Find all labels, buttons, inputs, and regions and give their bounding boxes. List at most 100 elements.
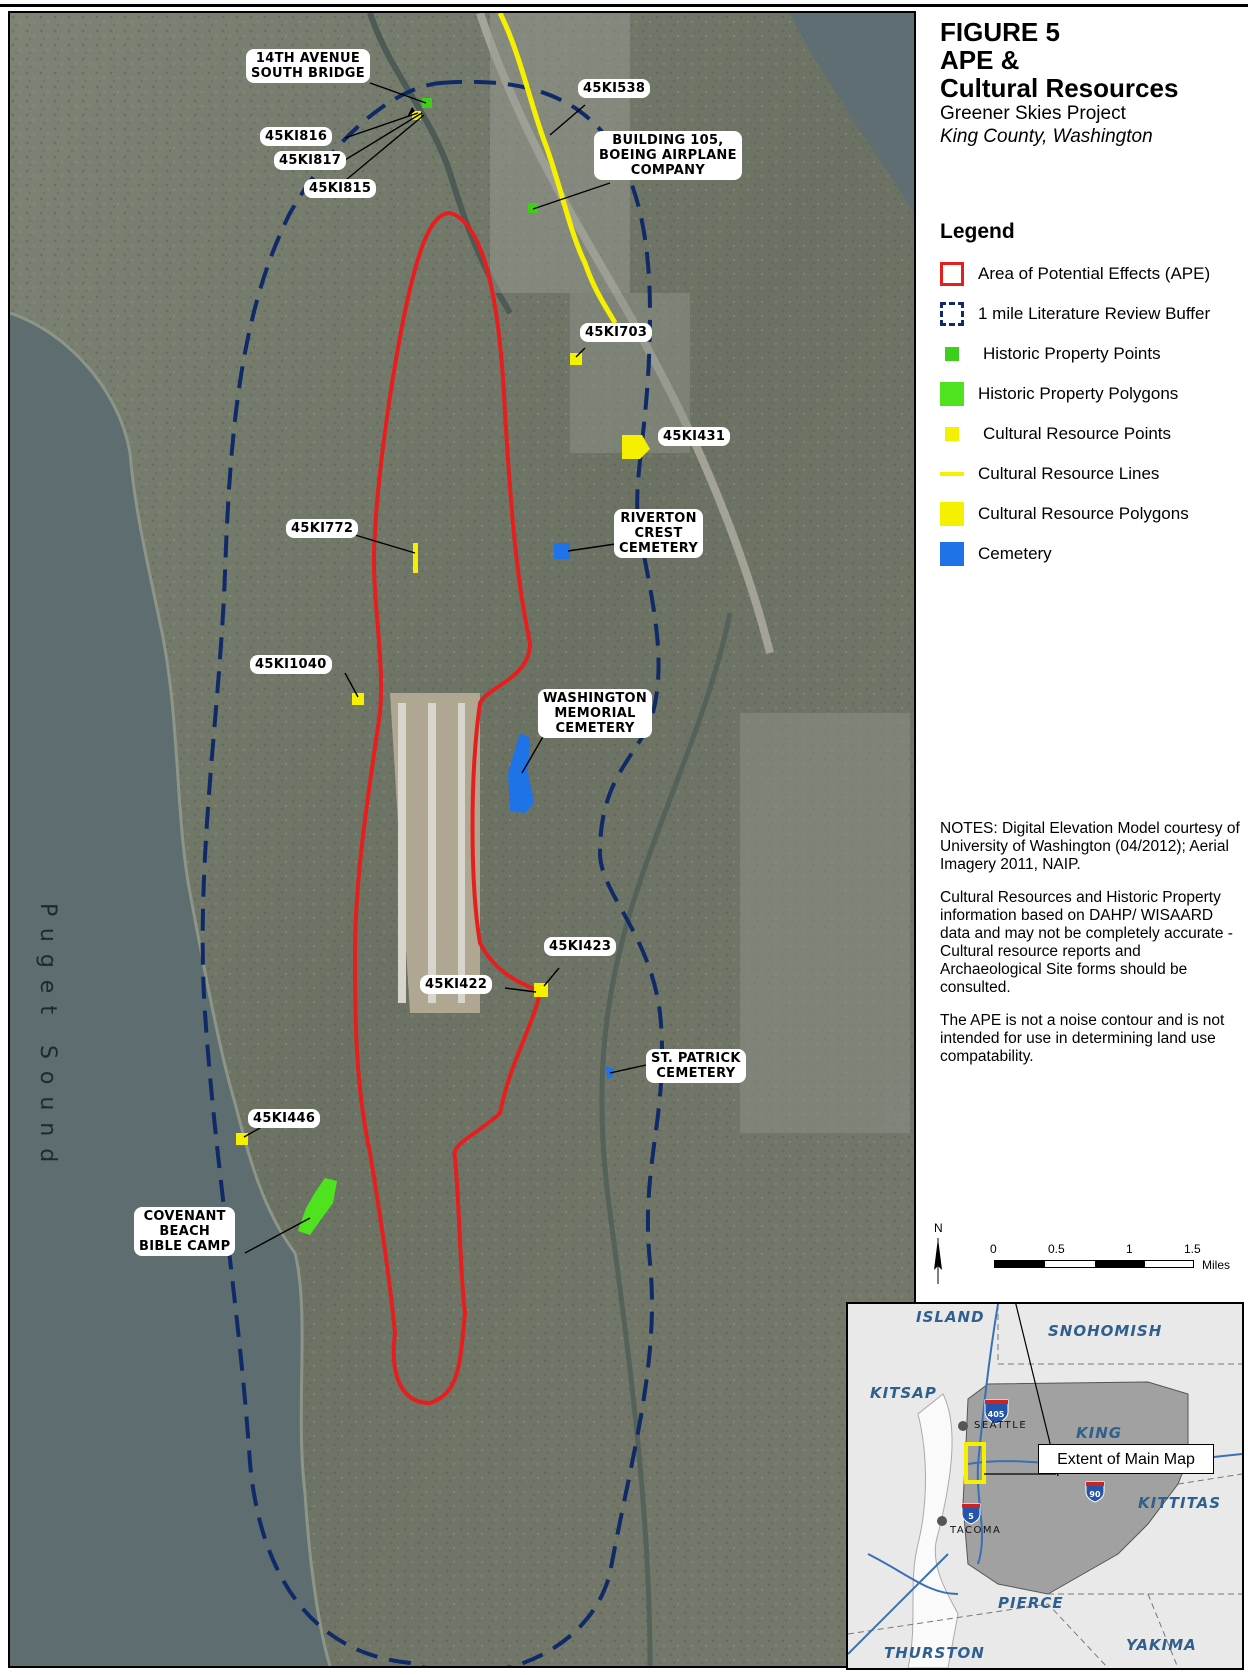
- scale-unit: Miles: [1202, 1258, 1231, 1272]
- historic-point-building-105: [528, 203, 538, 213]
- main-map-extent-marker: [964, 1442, 986, 1484]
- label-building-105: BUILDING 105, BOEING AIRPLANE COMPANY: [594, 131, 742, 180]
- legend-item: Historic Property Polygons: [940, 374, 1245, 414]
- label-45KI446: 45KI446: [248, 1109, 321, 1128]
- cultural-point-45KI703: [570, 353, 582, 365]
- scale-bar: N 0 0.5 1 1.5 Miles: [928, 1221, 1248, 1302]
- legend-label: Historic Property Points: [983, 344, 1161, 363]
- legend-label: Historic Property Polygons: [978, 384, 1179, 403]
- airport-runways: [390, 693, 480, 1013]
- cultural-point-45KI1040: [352, 693, 364, 705]
- svg-text:5: 5: [968, 1512, 974, 1521]
- legend-swatch: [940, 302, 964, 326]
- legend-item: Cemetery: [940, 534, 1245, 574]
- inset-label-snohomish: SNOHOMISH: [1048, 1322, 1163, 1340]
- label-45KI423: 45KI423: [544, 937, 617, 956]
- legend-swatch: [945, 427, 959, 441]
- inset-label-pierce: PIERCE: [998, 1594, 1064, 1612]
- label-45KI538: 45KI538: [578, 79, 651, 98]
- scale-tick-0: 0: [990, 1242, 997, 1256]
- inset-label-island: ISLAND: [916, 1308, 985, 1326]
- top-rule: [0, 4, 1248, 7]
- cemetery-washington-memorial: [508, 733, 534, 813]
- scale-tick-0.5: 0.5: [1048, 1242, 1065, 1256]
- scale-bar-segments: [994, 1260, 1194, 1268]
- highway-405-icon: 405: [984, 1399, 1009, 1425]
- label-washington-memorial-cemetery: WASHINGTON MEMORIAL CEMETERY: [538, 689, 653, 738]
- label-riverton-crest-cemetery: RIVERTON CREST CEMETERY: [614, 509, 704, 558]
- note-3: The APE is not a noise contour and is no…: [940, 1012, 1225, 1065]
- svg-text:405: 405: [988, 1410, 1005, 1419]
- legend-label: Area of Potential Effects (APE): [978, 264, 1211, 283]
- legend-label: Cultural Resource Polygons: [978, 504, 1189, 523]
- label-45KI817: 45KI817: [274, 151, 347, 170]
- svg-text:90: 90: [1089, 1490, 1101, 1499]
- legend-label: Cultural Resource Lines: [978, 464, 1160, 483]
- legend-item: Cultural Resource Polygons: [940, 494, 1245, 534]
- highway-5-icon: 5: [961, 1503, 981, 1525]
- notes: NOTES: Digital Elevation Model courtesy …: [940, 820, 1245, 1081]
- highway-90-icon: 90: [1085, 1481, 1105, 1503]
- ape-outline: [352, 210, 543, 1406]
- cultural-point-45KI446: [236, 1133, 248, 1145]
- inset-label-kitsap: KITSAP: [870, 1384, 937, 1402]
- project-name: Greener Skies Project: [940, 103, 1126, 124]
- svg-text:N: N: [934, 1222, 943, 1235]
- label-45KI1040: 45KI1040: [250, 655, 332, 674]
- legend-swatch: [940, 502, 964, 526]
- inset-city-seattle: SEATTLE: [974, 1420, 1028, 1431]
- legend-item: Historic Property Points: [940, 334, 1245, 374]
- legend-item: Cultural Resource Points: [940, 414, 1245, 454]
- note-1: NOTES: Digital Elevation Model courtesy …: [940, 820, 1240, 873]
- legend-swatch: [940, 472, 964, 476]
- note-2: Cultural Resources and Historic Property…: [940, 889, 1233, 996]
- label-14th-avenue-bridge: 14TH AVENUE SOUTH BRIDGE: [246, 49, 370, 83]
- legend-label: Cultural Resource Points: [983, 424, 1172, 443]
- map-canvas: [10, 13, 914, 1666]
- figure-title-line2: Cultural Resources: [940, 73, 1179, 103]
- scale-tick-1.5: 1.5: [1184, 1242, 1201, 1256]
- label-covenant-beach-bible-camp: COVENANT BEACH BIBLE CAMP: [134, 1207, 236, 1256]
- inset-label-thurston: THURSTON: [884, 1644, 985, 1662]
- historic-polygon-covenant-beach: [298, 1178, 337, 1235]
- legend-item: Area of Potential Effects (APE): [940, 254, 1245, 294]
- label-45KI815: 45KI815: [304, 179, 377, 198]
- scale-tick-1: 1: [1126, 1242, 1133, 1256]
- inset-label-king: KING: [1076, 1424, 1123, 1442]
- legend-title: Legend: [940, 220, 1015, 243]
- figure-title-line1: APE &: [940, 45, 1020, 75]
- legend-label: Cemetery: [978, 544, 1052, 563]
- label-45KI431: 45KI431: [658, 427, 731, 446]
- legend: Legend Area of Potential Effects (APE) 1 …: [940, 220, 1245, 574]
- north-arrow-icon: N: [934, 1221, 943, 1284]
- label-puget-sound: Puget Sound: [35, 903, 60, 1175]
- inset-label-yakima: YAKIMA: [1126, 1636, 1197, 1654]
- legend-item: 1 mile Literature Review Buffer: [940, 294, 1245, 334]
- cultural-polygon-45KI431: [622, 435, 650, 459]
- legend-swatch: [940, 382, 964, 406]
- cultural-resource-line-45KI538: [497, 13, 618, 325]
- cemetery-riverton-crest: [554, 543, 570, 559]
- cultural-polygon-45KI772: [413, 543, 418, 573]
- inset-label-kittitas: KITTITAS: [1138, 1494, 1222, 1512]
- cultural-point-45KI422: [534, 983, 548, 997]
- literature-review-buffer: [200, 79, 664, 1666]
- puget-sound-water: [10, 313, 330, 1666]
- legend-swatch: [940, 542, 964, 566]
- figure-number: FIGURE 5: [940, 17, 1060, 47]
- label-45KI422: 45KI422: [420, 975, 493, 994]
- label-45KI703: 45KI703: [580, 323, 653, 342]
- cultural-point-45KI816: [412, 111, 421, 120]
- label-st-patrick-cemetery: ST. PATRICK CEMETERY: [646, 1049, 746, 1083]
- main-map[interactable]: 14TH AVENUE SOUTH BRIDGE 45KI538 BUILDIN…: [8, 11, 916, 1668]
- title-block: FIGURE 5 APE & Cultural Resources Greene…: [940, 18, 1240, 148]
- historic-point-14th-ave-bridge: [422, 98, 432, 108]
- inset-locator-map[interactable]: 405 90 5 ISLAND SNOHOMISH KITSAP KING KI…: [846, 1302, 1244, 1670]
- extent-of-main-map-callout: Extent of Main Map: [1038, 1444, 1214, 1474]
- project-location: King County, Washington: [940, 126, 1153, 147]
- inset-city-tacoma: TACOMA: [950, 1525, 1002, 1536]
- lake-water-ne: [790, 13, 914, 213]
- legend-label: 1 mile Literature Review Buffer: [978, 304, 1211, 323]
- seattle-dot: [958, 1421, 968, 1431]
- legend-item: Cultural Resource Lines: [940, 454, 1245, 494]
